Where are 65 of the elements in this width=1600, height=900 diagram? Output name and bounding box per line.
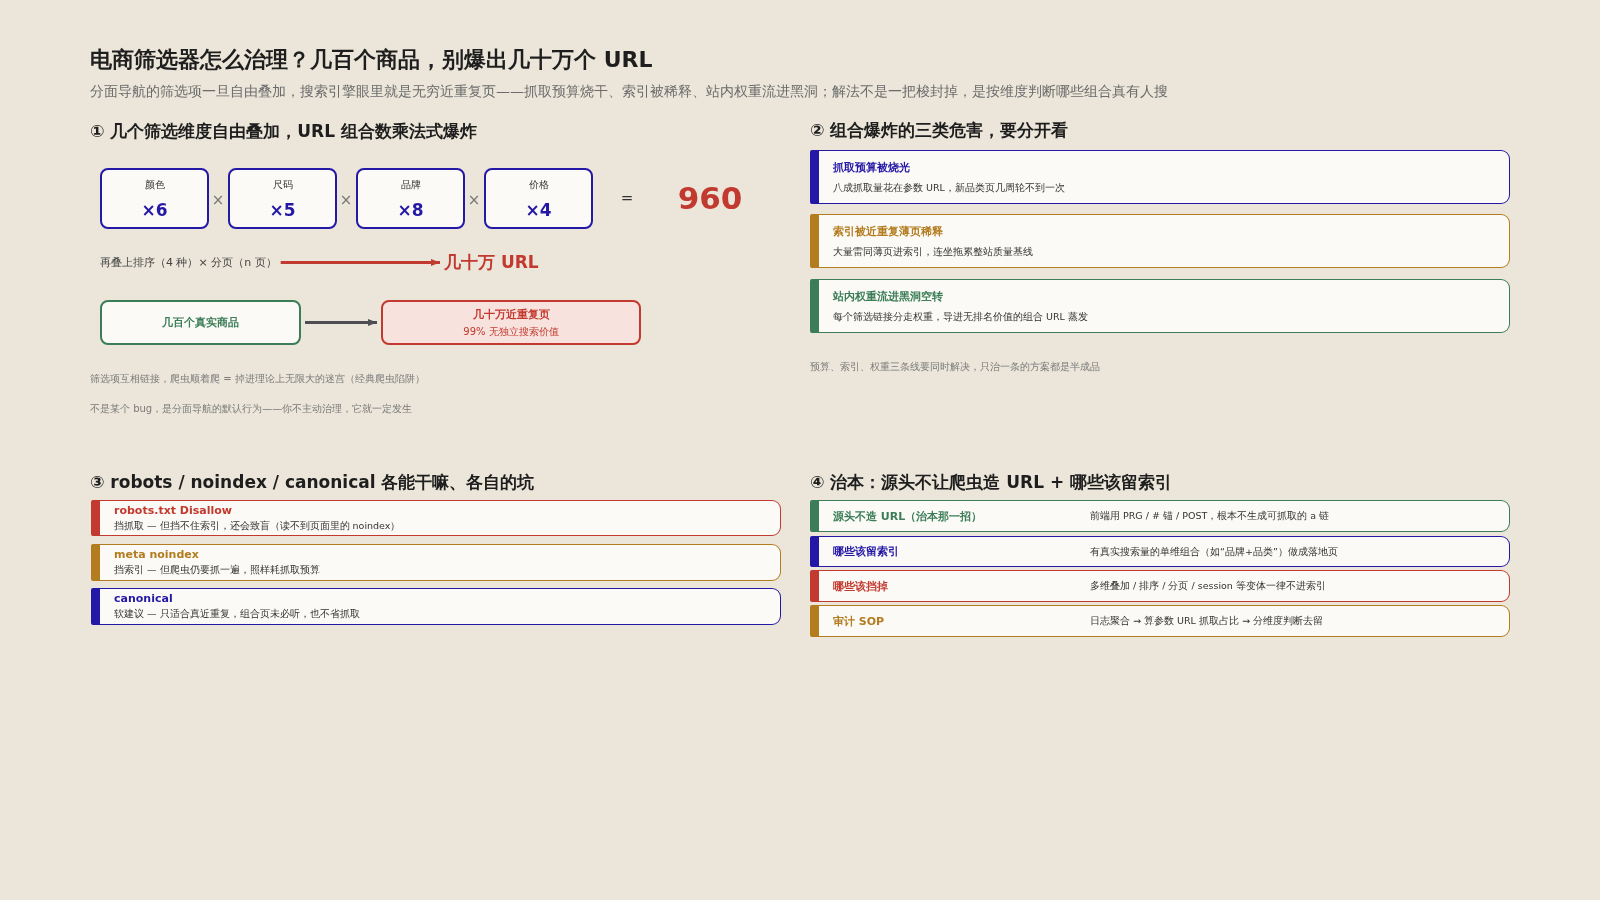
info-card (810, 150, 1510, 204)
info-card (810, 570, 1510, 602)
card-text: 多维叠加 / 排序 / 分页 / session 等变体一律不进索引 (1090, 579, 1326, 593)
card-heading: 源头不造 URL（治本那一招） (833, 508, 983, 524)
card-text: 有真实搜索量的单维组合（如“品牌+品类”）做成落地页 (1090, 545, 1338, 558)
card-text: 软建议 — 只适合真近重复，组合页未必听，也不省抓取 (114, 608, 360, 621)
card-heading: 索引被近重复薄页稀释 (833, 223, 943, 239)
note-text: 筛选项互相链接，爬虫顺着爬 = 掉进理论上无限大的迷宫（经典爬虫陷阱） (90, 372, 425, 386)
result-number: 960 (677, 180, 743, 216)
card-text: 挡抓取 — 但挡不住索引，还会致盲（读不到页面里的 noindex） (114, 519, 401, 533)
note-text: 不是某个 bug，是分面导航的默认行为——你不主动治理，它就一定发生 (90, 402, 413, 416)
dimension-name: 价格 (528, 177, 549, 192)
result-label: 几十万 URL (444, 251, 539, 274)
card-heading: 抓取预算被烧光 (833, 159, 910, 175)
arrow (305, 318, 377, 327)
info-card (810, 214, 1510, 268)
annotation-text: 再叠上排序（4 种）× 分页（n 页） (100, 255, 277, 270)
info-card (810, 536, 1510, 567)
box-label: 几百个真实商品 (162, 315, 239, 330)
flow-box (381, 300, 641, 345)
info-card (91, 544, 781, 581)
card-text: 大量雷同薄页进索引，连坐拖累整站质量基线 (833, 245, 1033, 259)
card-heading: 站内权重流进黑洞空转 (833, 288, 943, 304)
section-heading: ④ 治本：源头不让爬虫造 URL + 哪些该留索引 (810, 471, 1173, 494)
card-heading: 哪些该挡掉 (833, 578, 888, 594)
section-heading: ① 几个筛选维度自由叠加，URL 组合数乘法式爆炸 (90, 120, 477, 143)
dimension-count: ×6 (141, 199, 168, 220)
dimension-card (100, 168, 209, 229)
card-text: 每个筛选链接分走权重，导进无排名价值的组合 URL 蒸发 (833, 310, 1088, 324)
dimension-name: 颜色 (144, 177, 165, 192)
multiply-sign: × (339, 191, 353, 209)
card-text: 前端用 PRG / # 锚 / POST，根本不生成可抓取的 a 链 (1090, 509, 1330, 523)
dimension-name: 品牌 (400, 177, 421, 192)
card-heading: 哪些该留索引 (833, 544, 899, 559)
equals-sign: = (620, 189, 634, 207)
dimension-count: ×4 (525, 199, 552, 220)
section-heading: ③ robots / noindex / canonical 各能干嘛、各自的坑 (90, 471, 535, 494)
note-text: 预算、索引、权重三条线要同时解决，只治一条的方案都是半成品 (810, 360, 1100, 374)
info-card (91, 500, 781, 536)
dimension-card (484, 168, 593, 229)
box-sublabel: 99% 无独立搜索价值 (463, 324, 559, 339)
dimension-name: 尺码 (272, 177, 293, 192)
info-card (810, 605, 1510, 637)
card-text: 日志聚合 → 算参数 URL 抓取占比 → 分维度判断去留 (1090, 614, 1323, 628)
info-card (810, 500, 1510, 532)
dimension-card (356, 168, 465, 229)
multiply-sign: × (467, 191, 481, 209)
info-card (810, 279, 1510, 333)
dimension-card (228, 168, 337, 229)
section-heading: ② 组合爆炸的三类危害，要分开看 (810, 119, 1069, 142)
card-heading: meta noindex (114, 548, 199, 561)
box-label: 几十万近重复页 (472, 306, 550, 322)
card-text: 八成抓取量花在参数 URL，新品类页几周轮不到一次 (833, 181, 1065, 195)
arrow (280, 258, 440, 267)
card-text: 挡索引 — 但爬虫仍要抓一遍，照样耗抓取预算 (114, 564, 320, 577)
card-heading: robots.txt Disallow (114, 503, 232, 517)
card-heading: 审计 SOP (833, 613, 885, 629)
subtitle: 分面导航的筛选项一旦自由叠加，搜索引擎眼里就是无穷近重复页——抓取预算烧干、索引被稀释、站内权重流进黑洞；解法不是一把梭封掉，是按维度判断哪些组合真有人搜 (90, 83, 1168, 101)
info-card (91, 588, 781, 625)
flow-box (100, 300, 301, 345)
card-heading: canonical (114, 592, 173, 605)
dimension-count: ×8 (397, 199, 424, 220)
dimension-count: ×5 (269, 199, 296, 220)
multiply-sign: × (211, 191, 225, 209)
diagram-title: 电商筛选器怎么治理？几百个商品，别爆出几十万个 URL (90, 46, 653, 74)
